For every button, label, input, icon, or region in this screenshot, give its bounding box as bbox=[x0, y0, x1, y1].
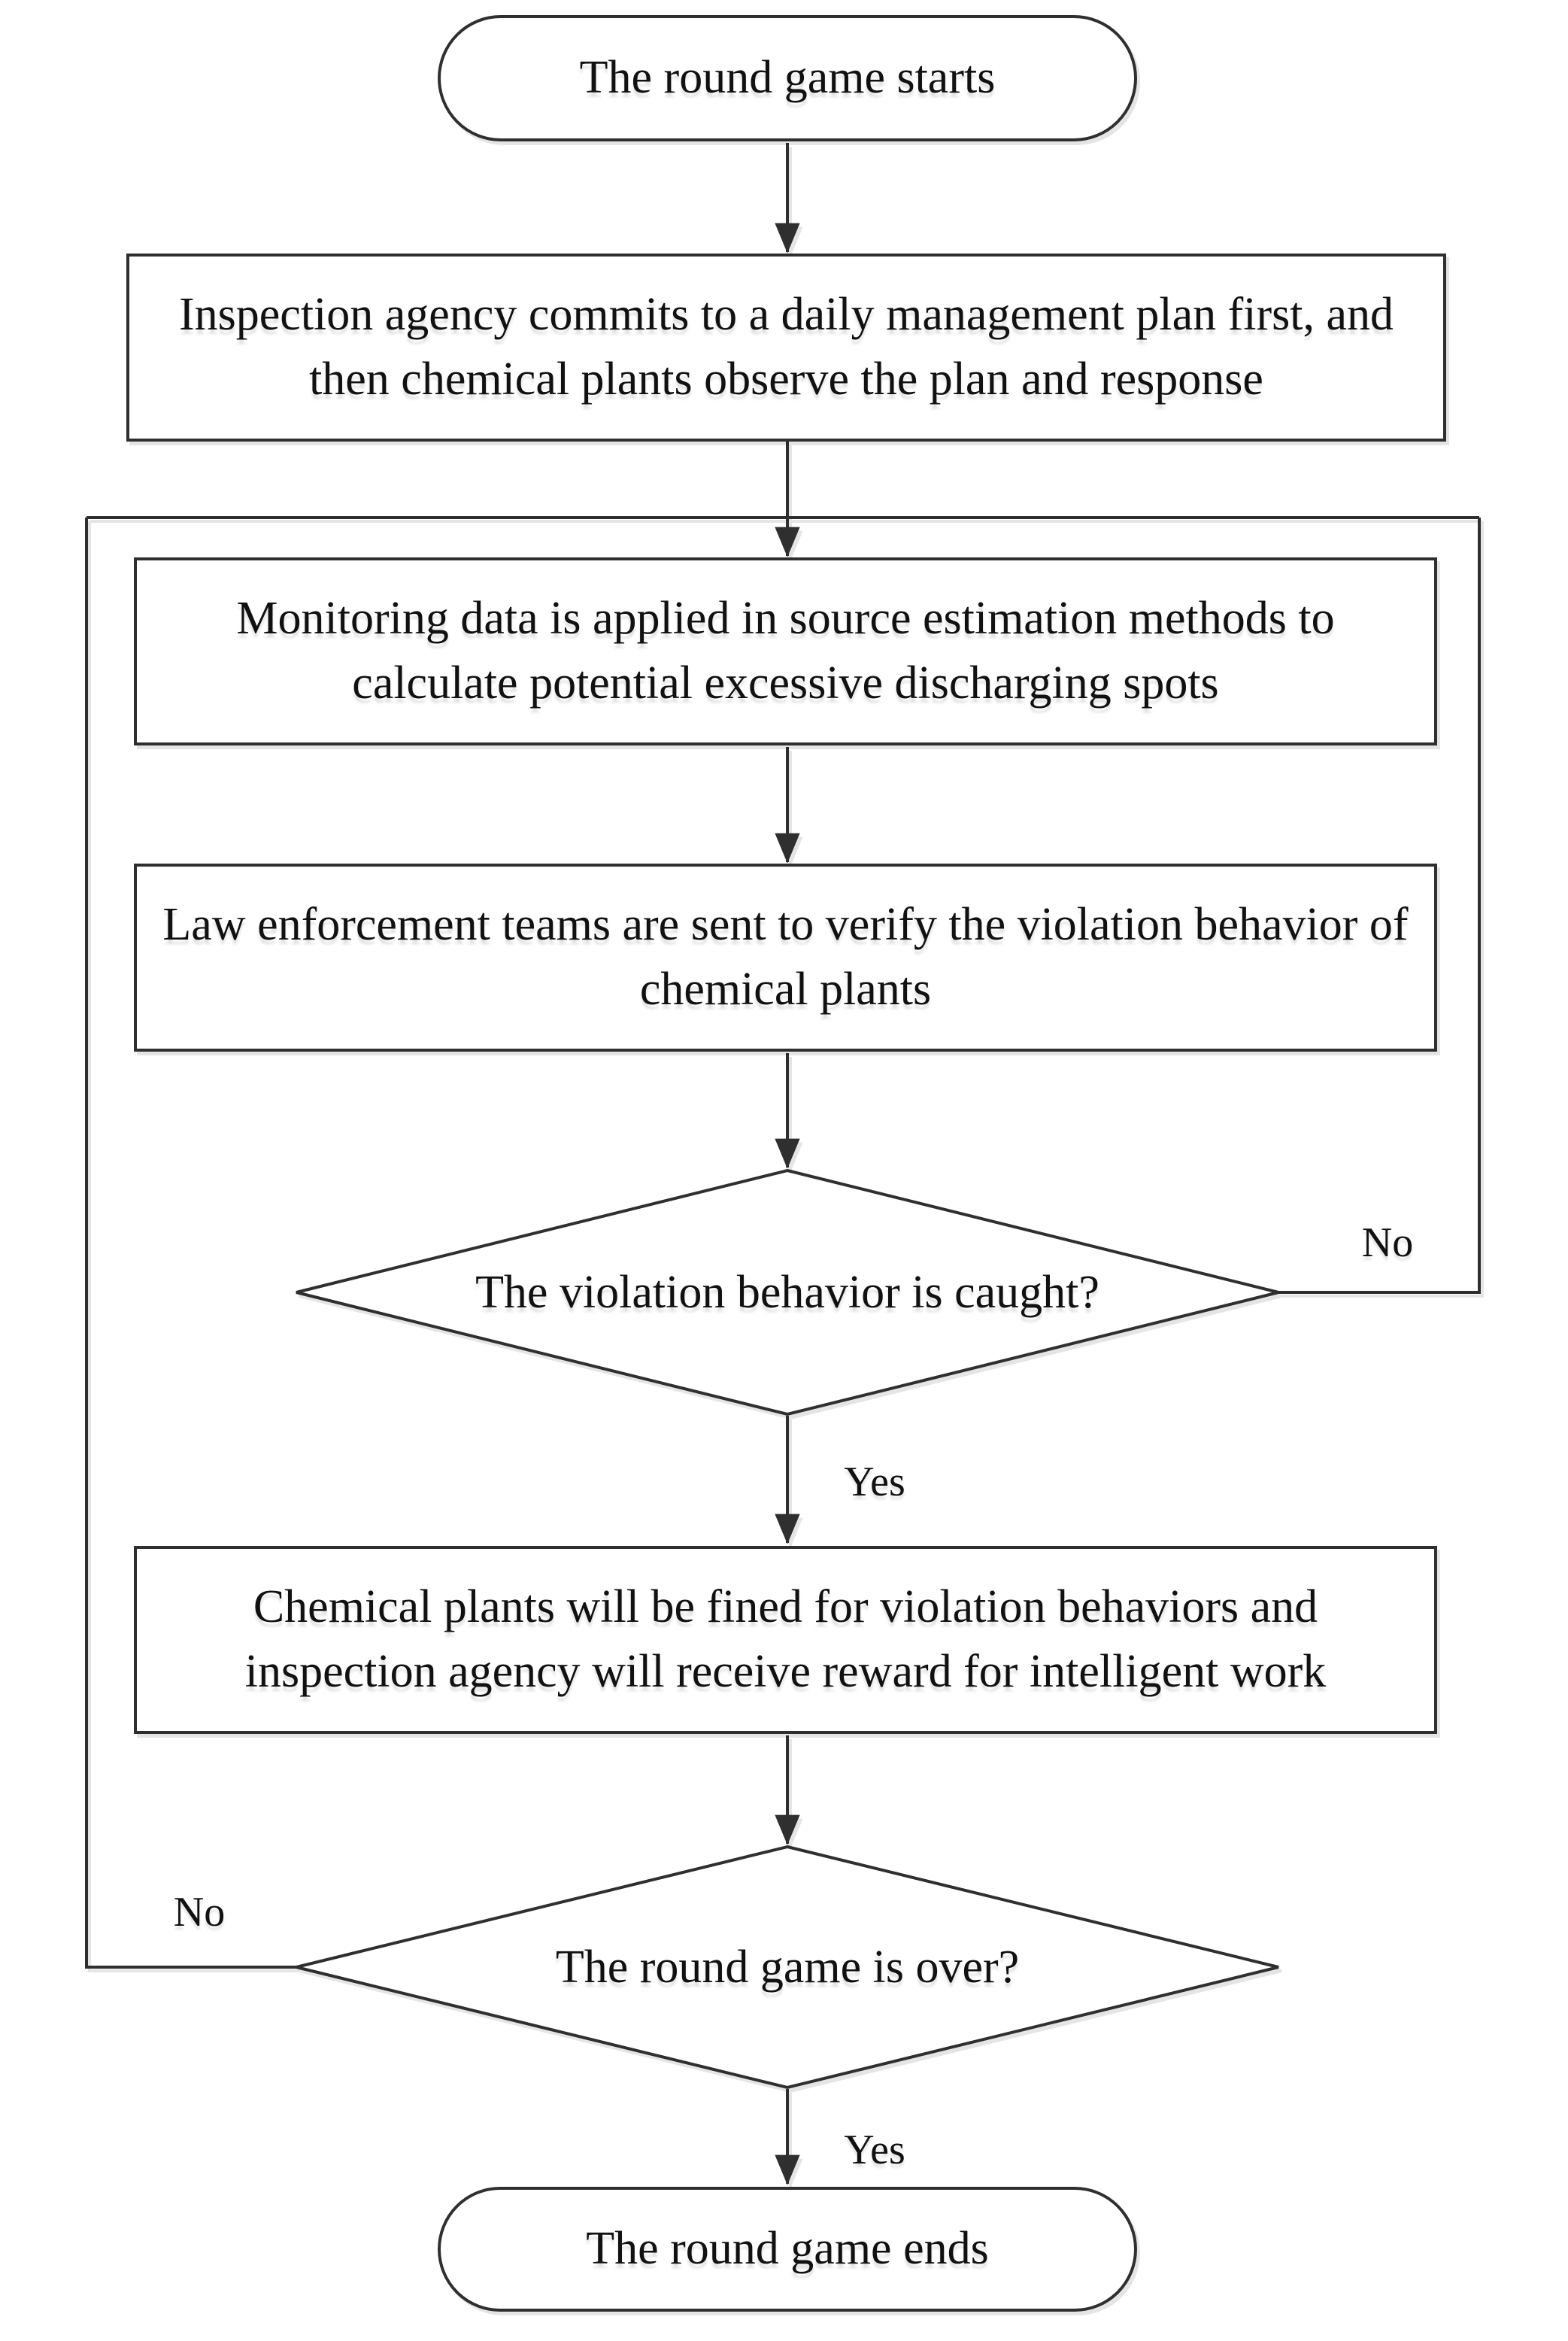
node-start-label: The round game starts bbox=[579, 52, 996, 104]
decision-diamond-caught bbox=[296, 1168, 1279, 1416]
node-monitoring-data: Monitoring data is applied in source est… bbox=[134, 557, 1437, 745]
edge-label-over-no: No bbox=[173, 1889, 226, 1936]
edge-label-over-yes: Yes bbox=[844, 2127, 905, 2173]
node-law-enforcement: Law enforcement teams are sent to verify… bbox=[134, 864, 1437, 1052]
node-fine-reward-label: Chemical plants will be fined for violat… bbox=[244, 1581, 1327, 1697]
node-end-label: The round game ends bbox=[586, 2223, 989, 2275]
node-start: The round game starts bbox=[438, 15, 1137, 141]
node-commit-plan-label: Inspection agency commits to a daily man… bbox=[179, 289, 1394, 405]
node-end: The round game ends bbox=[438, 2187, 1137, 2312]
loop-return-left bbox=[85, 518, 296, 1969]
node-monitoring-data-label: Monitoring data is applied in source est… bbox=[236, 593, 1335, 709]
decision-caught-label: The violation behavior is caught? bbox=[475, 1266, 1099, 1318]
node-commit-plan: Inspection agency commits to a daily man… bbox=[126, 254, 1446, 442]
node-fine-reward: Chemical plants will be fined for violat… bbox=[134, 1546, 1437, 1734]
node-law-enforcement-label: Law enforcement teams are sent to verify… bbox=[162, 899, 1409, 1015]
loop-return-right bbox=[1278, 518, 1481, 1294]
decision-over-label: The round game is over? bbox=[555, 1941, 1020, 1993]
edge-label-caught-yes: Yes bbox=[844, 1459, 905, 1505]
edge-label-caught-no: No bbox=[1361, 1219, 1414, 1266]
decision-diamond-over bbox=[296, 1845, 1279, 2090]
